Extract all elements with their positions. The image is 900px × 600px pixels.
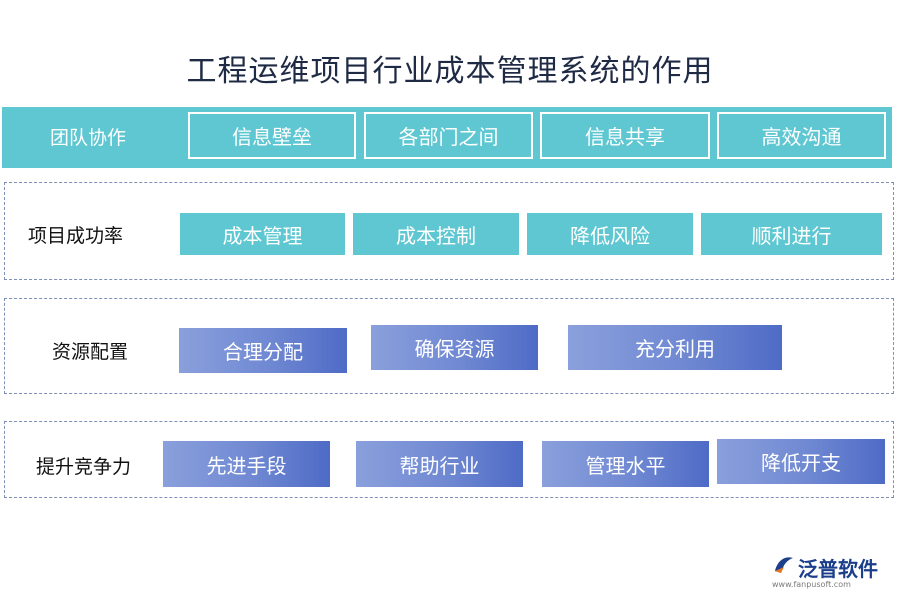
logo-icon [775, 557, 793, 573]
item-between-departments: 各部门之间 [364, 112, 533, 159]
item-ensure-resources: 确保资源 [371, 325, 538, 370]
item-reduce-risk: 降低风险 [527, 213, 693, 255]
item-advanced-means: 先进手段 [163, 441, 330, 487]
item-full-utilization: 充分利用 [568, 325, 782, 370]
row-label-team-collaboration: 团队协作 [50, 127, 127, 149]
row-project-success [4, 182, 894, 280]
diagram-title: 工程运维项目行业成本管理系统的作用 [186, 54, 714, 89]
item-cost-management: 成本管理 [180, 213, 345, 255]
logo-url: www.fanpusoft.com [772, 580, 851, 589]
item-efficient-communication: 高效沟通 [717, 112, 886, 159]
row-label-project-success: 项目成功率 [28, 225, 124, 247]
row-label-competitiveness: 提升竞争力 [36, 456, 132, 478]
row-resource-allocation [4, 298, 894, 394]
item-cost-control: 成本控制 [353, 213, 519, 255]
item-management-level: 管理水平 [542, 441, 709, 487]
item-help-industry: 帮助行业 [356, 441, 523, 487]
brand-logo: 泛普软件 www.fanpusoft.com [772, 553, 892, 597]
item-reduce-expenses: 降低开支 [717, 439, 885, 484]
row-competitiveness [4, 421, 894, 498]
item-info-sharing: 信息共享 [540, 112, 710, 159]
item-smooth-progress: 顺利进行 [701, 213, 882, 255]
item-info-barrier: 信息壁垒 [188, 112, 356, 159]
logo-name: 泛普软件 [798, 557, 878, 581]
row-label-resource-allocation: 资源配置 [52, 341, 129, 363]
item-reasonable-allocation: 合理分配 [179, 328, 347, 373]
